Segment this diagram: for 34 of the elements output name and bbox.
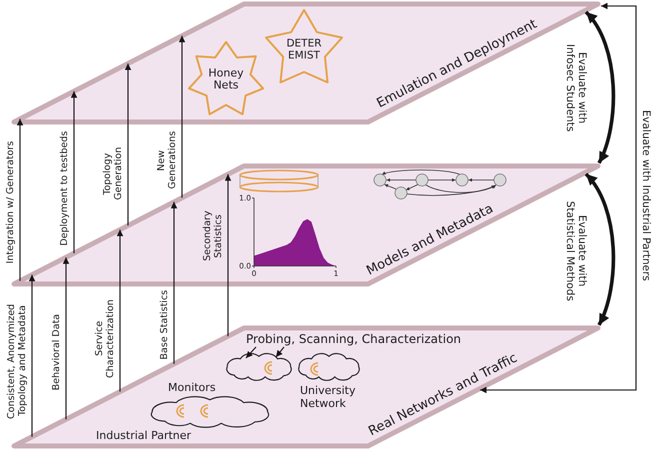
edge-label: New Generations: [157, 130, 179, 192]
star-shape: [186, 40, 266, 116]
star-shape: [264, 8, 344, 84]
cloud-label: Industrial Partner: [96, 429, 192, 442]
edge-label: Topology Generation: [103, 146, 125, 202]
edge-label: Evaluate with Industrial Partners: [640, 110, 652, 281]
arrow: [246, 346, 256, 358]
edge-label: Evaluate with Infosec Students: [564, 42, 588, 134]
edge-label: Service Characterization: [95, 298, 117, 380]
double-arrow: [480, 2, 637, 394]
edge-label: Consistent, Anonymized Topology and Metadata: [7, 302, 29, 421]
arrow: [124, 64, 132, 226]
edge-label: Deployment to testbeds: [60, 130, 71, 246]
arrow: [16, 118, 24, 281]
edge-label: Integration w/ Generators: [6, 140, 17, 264]
annotation-label: Monitors: [168, 381, 216, 394]
arrow: [224, 174, 232, 336]
curved-double-arrow: [584, 10, 616, 164]
cloud-label: University Network: [300, 384, 356, 410]
star-label: Honey Nets: [207, 68, 245, 92]
arrow: [170, 202, 178, 364]
curved-double-arrow: [584, 172, 616, 326]
edge-label: Base Statistics: [160, 290, 171, 360]
arrow: [62, 257, 70, 420]
annotation-text: Probing, Scanning, Characterization: [246, 332, 462, 346]
edge-label: Evaluate with Statistical Methods: [564, 200, 588, 304]
arrow: [178, 36, 186, 198]
edge-label: Secondary Statistics: [203, 210, 225, 264]
arrow: [116, 230, 124, 392]
arrow: [28, 274, 36, 437]
edge-label: Behavioral Data: [52, 314, 63, 390]
star-label: DETER EMIST: [285, 38, 323, 62]
arrow: [276, 346, 284, 358]
arrow: [70, 91, 78, 254]
